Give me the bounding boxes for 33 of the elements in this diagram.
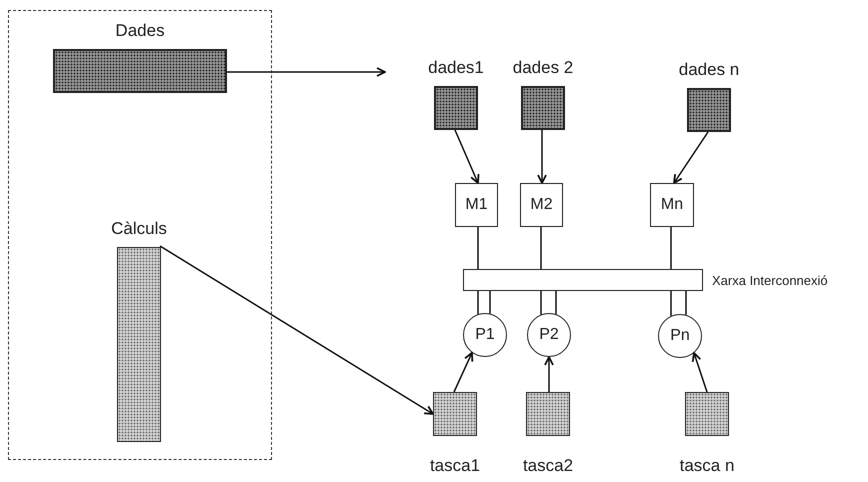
memory-box: Mn [650, 183, 694, 227]
connector-line [540, 291, 542, 314]
connector-line [477, 227, 479, 269]
block-label: dades1 [427, 58, 485, 78]
arrow [673, 132, 709, 184]
connector-line [685, 291, 687, 315]
arrow [537, 130, 547, 184]
block-label: Càlculs [110, 219, 168, 239]
arrow [692, 352, 708, 392]
block-label: tasca n [678, 456, 736, 476]
network-label: Xarxa Interconnexió [712, 272, 828, 290]
processor-circle: Pn [658, 314, 702, 358]
connector-line [477, 291, 479, 314]
dashed-group-box [8, 10, 272, 460]
arrow [453, 352, 474, 392]
block-label: tasca1 [428, 456, 482, 476]
memory-box: M1 [455, 183, 498, 227]
block-label: Dades [114, 21, 166, 41]
arrow [454, 130, 480, 184]
block-label: dades 2 [512, 58, 574, 78]
connector-line [540, 227, 542, 269]
connector-line [555, 291, 557, 314]
connector-line [670, 227, 672, 269]
arrow [160, 245, 434, 415]
memory-box: M2 [520, 183, 563, 227]
connector-line [670, 291, 672, 316]
arrow [544, 356, 554, 392]
processor-circle: P2 [527, 313, 571, 357]
connector-line [489, 291, 491, 314]
processor-circle: P1 [463, 313, 507, 357]
block-label: tasca2 [522, 456, 574, 476]
arrow [226, 67, 386, 77]
block-label: dades n [678, 60, 740, 80]
